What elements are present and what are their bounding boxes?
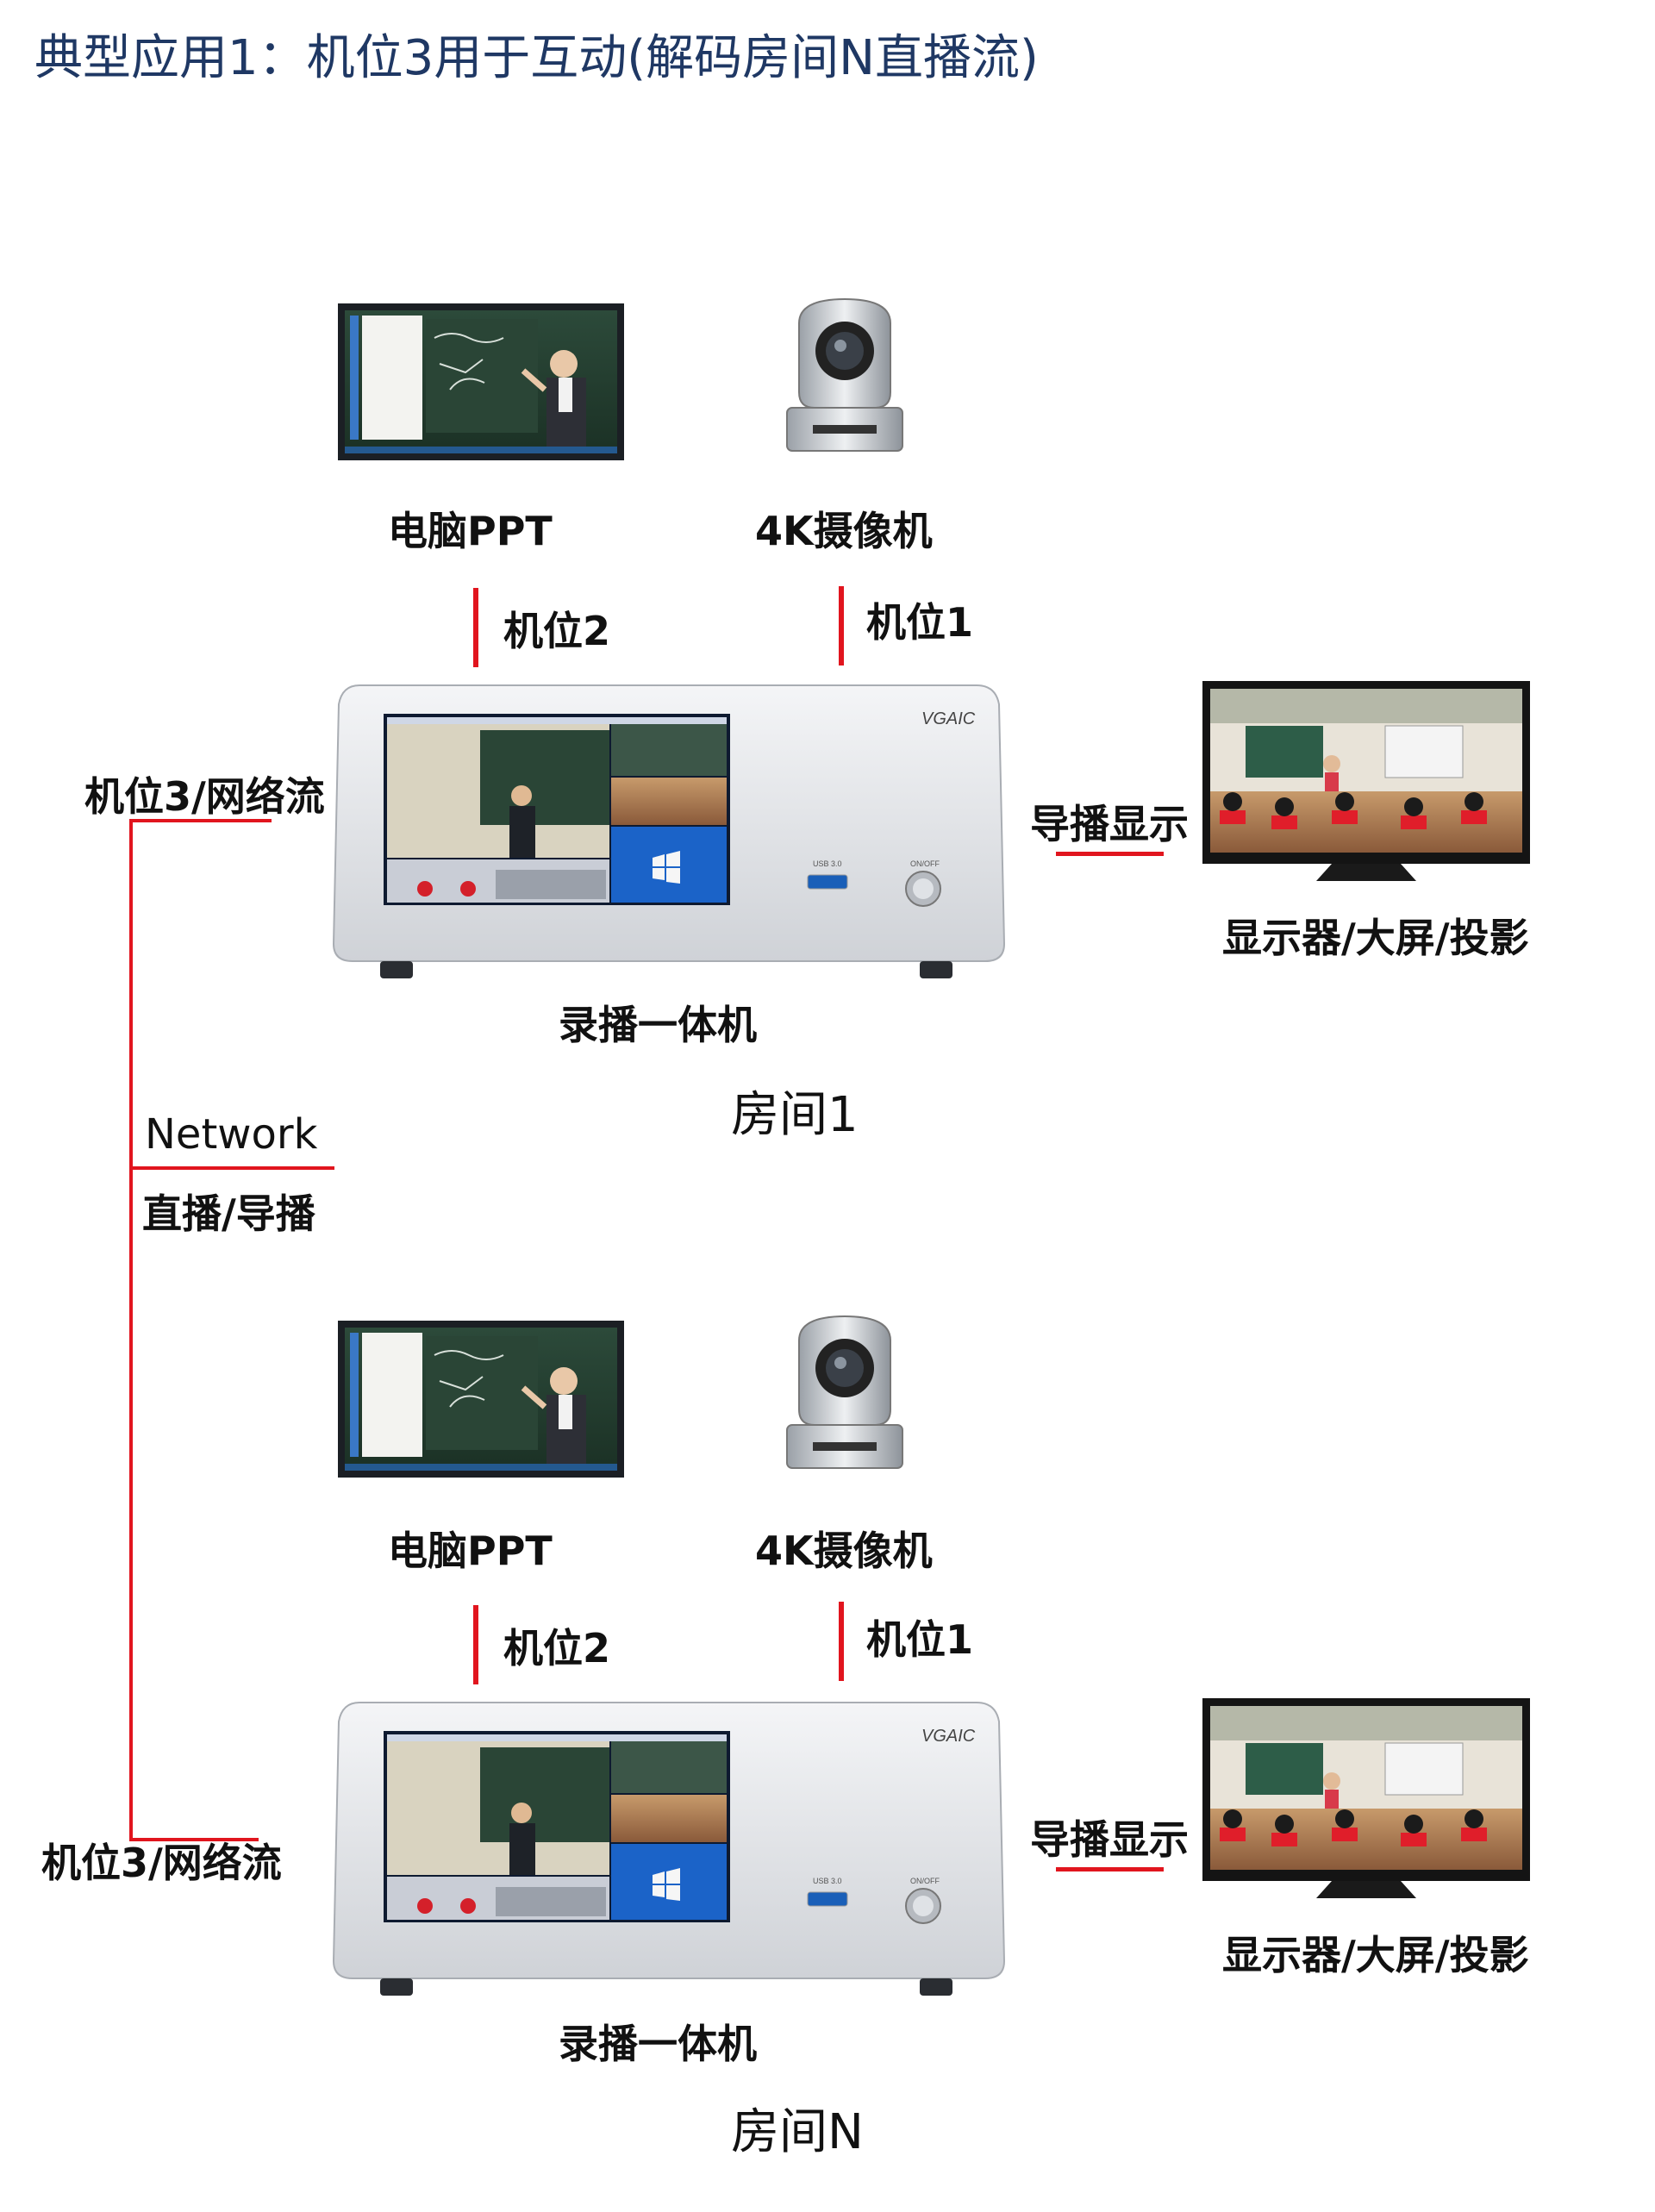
- monitor-image: [1202, 681, 1530, 881]
- pc-label: 电脑PPT: [388, 1528, 553, 1574]
- room-label: 房间N: [731, 2104, 864, 2160]
- brand-logo: VGAIC: [921, 1727, 976, 1746]
- network-branch-network: [129, 1166, 334, 1170]
- display-out-line: [1056, 1867, 1164, 1871]
- camera-label: 4K摄像机: [755, 1528, 933, 1574]
- recording-box-label: 录播一体机: [559, 2021, 757, 2067]
- pos1-label: 机位1: [866, 1616, 974, 1663]
- camera-image: [786, 1315, 903, 1469]
- network-branch-roomn: [129, 1838, 259, 1841]
- usb-port-label: USB 3.0: [813, 859, 842, 868]
- recording-box-image: VGAIC USB 3.0 ON/OFF: [332, 684, 1006, 978]
- pos2-label: 机位2: [503, 1625, 611, 1671]
- room-label: 房间1: [731, 1087, 859, 1143]
- network-trunk-line: [129, 819, 133, 1840]
- pos2-line: [473, 588, 478, 667]
- pos3-label: 机位3/网络流: [84, 773, 325, 820]
- monitor-image: [1202, 1698, 1530, 1898]
- pos2-label: 机位2: [503, 608, 611, 654]
- network-sub-label: 直播/导播: [142, 1190, 315, 1237]
- display-out-label: 导播显示: [1030, 1816, 1189, 1863]
- pos3-label: 机位3/网络流: [41, 1840, 282, 1886]
- network-label: Network: [145, 1110, 318, 1159]
- power-label: ON/OFF: [910, 859, 940, 868]
- usb-port-label: USB 3.0: [813, 1877, 842, 1885]
- display-out-label: 导播显示: [1030, 801, 1189, 847]
- pc-label: 电脑PPT: [388, 508, 553, 554]
- pc-screen-image: [338, 303, 624, 460]
- page-title: 典型应用1：机位3用于互动(解码房间N直播流): [34, 30, 1039, 86]
- camera-label: 4K摄像机: [755, 508, 933, 554]
- monitor-label: 显示器/大屏/投影: [1222, 1932, 1529, 1978]
- display-out-line: [1056, 852, 1164, 856]
- pos1-label: 机位1: [866, 599, 974, 646]
- network-branch-room1: [129, 819, 272, 822]
- recording-box-label: 录播一体机: [559, 1002, 757, 1048]
- camera-image: [786, 297, 903, 452]
- power-label: ON/OFF: [910, 1877, 940, 1885]
- pc-screen-image: [338, 1321, 624, 1478]
- monitor-label: 显示器/大屏/投影: [1222, 915, 1529, 961]
- recording-box-image: VGAIC USB 3.0 ON/OFF: [332, 1702, 1006, 1996]
- pos1-line: [839, 586, 844, 665]
- pos2-line: [473, 1605, 478, 1684]
- brand-logo: VGAIC: [921, 709, 976, 728]
- pos1-line: [839, 1602, 844, 1681]
